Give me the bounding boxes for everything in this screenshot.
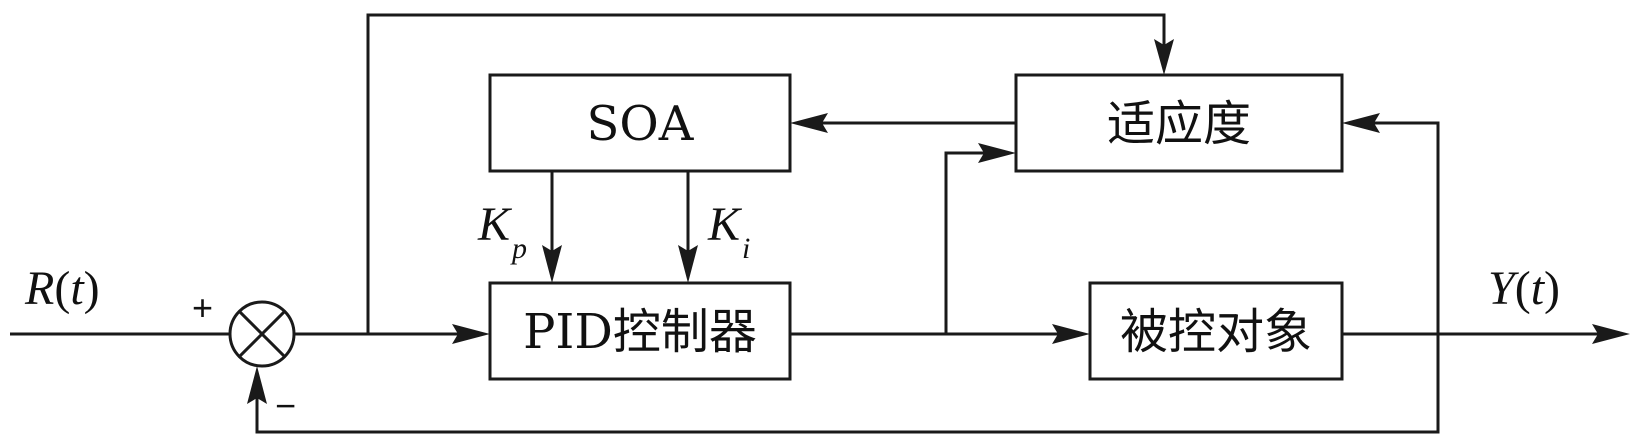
error-to-fitness-arrow bbox=[1154, 39, 1174, 75]
output-signal-label: Y(t) bbox=[1488, 262, 1560, 315]
ki-label: Ki bbox=[707, 198, 750, 265]
kp-arrow bbox=[542, 245, 562, 283]
soa-block: SOA bbox=[488, 73, 792, 173]
output-arrow bbox=[1592, 324, 1630, 344]
error-to-fitness-line bbox=[366, 13, 1166, 334]
input-signal-label: R(t) bbox=[24, 262, 100, 315]
output-to-fitness-arrow bbox=[1342, 113, 1380, 133]
plant-block: 被控对象 bbox=[1088, 281, 1344, 381]
soa-label: SOA bbox=[587, 96, 695, 152]
plus-sign: + bbox=[192, 287, 213, 328]
minus-sign: − bbox=[275, 385, 296, 426]
fitness-to-soa-arrow bbox=[790, 113, 828, 133]
kp-label: Kp bbox=[477, 198, 527, 265]
feedback-line bbox=[255, 334, 1440, 434]
control-arrow bbox=[1052, 324, 1090, 344]
pid-controller-block: PID控制器 bbox=[488, 281, 792, 381]
pid-controller-label: PID控制器 bbox=[523, 304, 757, 360]
output-to-fitness-line bbox=[1362, 121, 1440, 334]
control-to-fitness-line bbox=[944, 151, 996, 334]
summing-junction bbox=[228, 300, 296, 368]
fitness-label: 适应度 bbox=[1107, 96, 1251, 152]
ki-arrow bbox=[678, 245, 698, 283]
feedback-arrow bbox=[247, 366, 267, 404]
fitness-block: 适应度 bbox=[1014, 73, 1344, 173]
control-to-fitness-arrow bbox=[978, 143, 1016, 163]
plant-label: 被控对象 bbox=[1120, 304, 1312, 360]
error-arrow bbox=[452, 324, 490, 344]
